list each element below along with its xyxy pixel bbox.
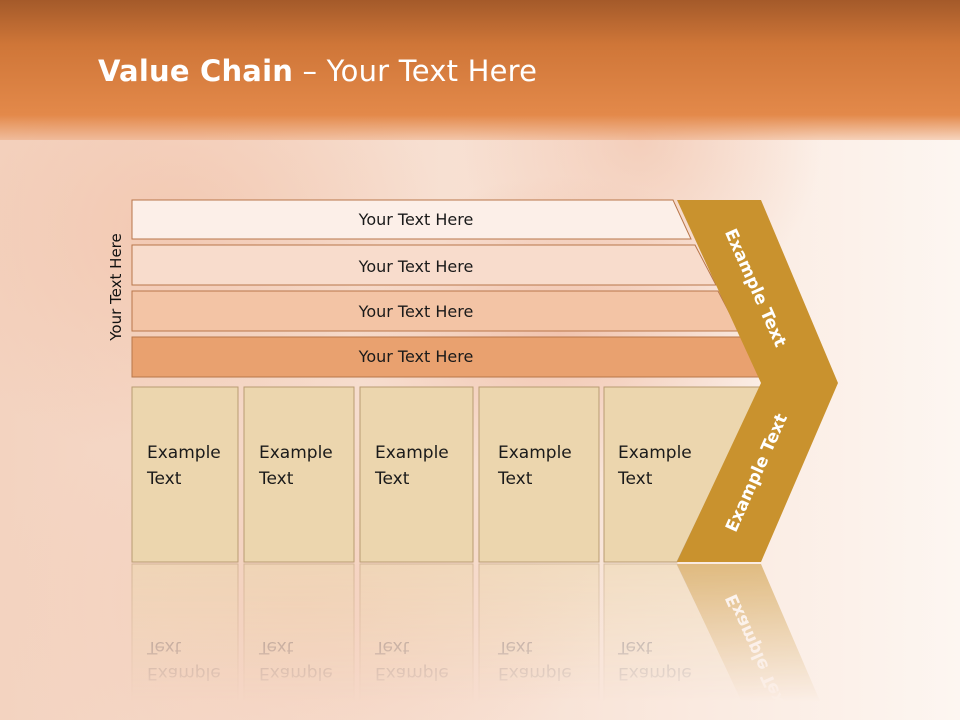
primary-column-4-line2: Text xyxy=(497,469,533,489)
reflection-text: Text xyxy=(374,637,410,657)
support-row-4-label: Your Text Here xyxy=(358,347,474,366)
primary-column-4-line1: Example xyxy=(498,443,572,463)
reflection-column xyxy=(131,563,239,720)
reflection-text: Example xyxy=(618,663,692,683)
chevron-shape[interactable] xyxy=(677,200,838,562)
primary-columns: Example Text Example Text Example Text E… xyxy=(131,386,762,563)
primary-column-2-line1: Example xyxy=(259,443,333,463)
reflection-column xyxy=(243,563,355,720)
primary-column-5-line2: Text xyxy=(617,469,653,489)
support-row-1[interactable] xyxy=(131,199,692,240)
primary-column-1-line2: Text xyxy=(146,469,182,489)
reflection-text: Example xyxy=(498,663,572,683)
reflection-text: Example xyxy=(375,663,449,683)
reflection-column xyxy=(478,563,600,720)
primary-column-3[interactable] xyxy=(359,386,474,563)
support-row-2-label: Your Text Here xyxy=(358,257,474,276)
primary-column-1[interactable] xyxy=(131,386,239,563)
reflection-text: Text xyxy=(497,637,533,657)
support-row-3-label: Your Text Here xyxy=(358,302,474,321)
reflection-column xyxy=(359,563,474,720)
reflection-chevron xyxy=(677,564,829,720)
title-rest: – Your Text Here xyxy=(293,54,538,88)
reflection-text: Example xyxy=(147,663,221,683)
slide-title: Value Chain – Your Text Here xyxy=(98,54,537,88)
primary-column-2[interactable] xyxy=(243,386,355,563)
primary-column-4[interactable] xyxy=(478,386,600,563)
primary-column-3-line2: Text xyxy=(374,469,410,489)
reflection: Example Text Example Text Example Text E… xyxy=(131,563,829,720)
primary-column-5-line1: Example xyxy=(618,443,692,463)
support-rows: Your Text Here Your Text Here Your Text … xyxy=(131,199,764,378)
reflection-text: Example xyxy=(259,663,333,683)
header-band xyxy=(0,0,960,140)
reflection-text: Text xyxy=(258,637,294,657)
support-row-1-label: Your Text Here xyxy=(358,210,474,229)
primary-column-2-line2: Text xyxy=(258,469,294,489)
title-bold: Value Chain xyxy=(98,54,294,88)
reflection-text: Text xyxy=(146,637,182,657)
reflection-text: Text xyxy=(617,637,653,657)
primary-column-3-line1: Example xyxy=(375,443,449,463)
primary-column-1-line1: Example xyxy=(147,443,221,463)
support-row-2[interactable] xyxy=(131,244,717,286)
